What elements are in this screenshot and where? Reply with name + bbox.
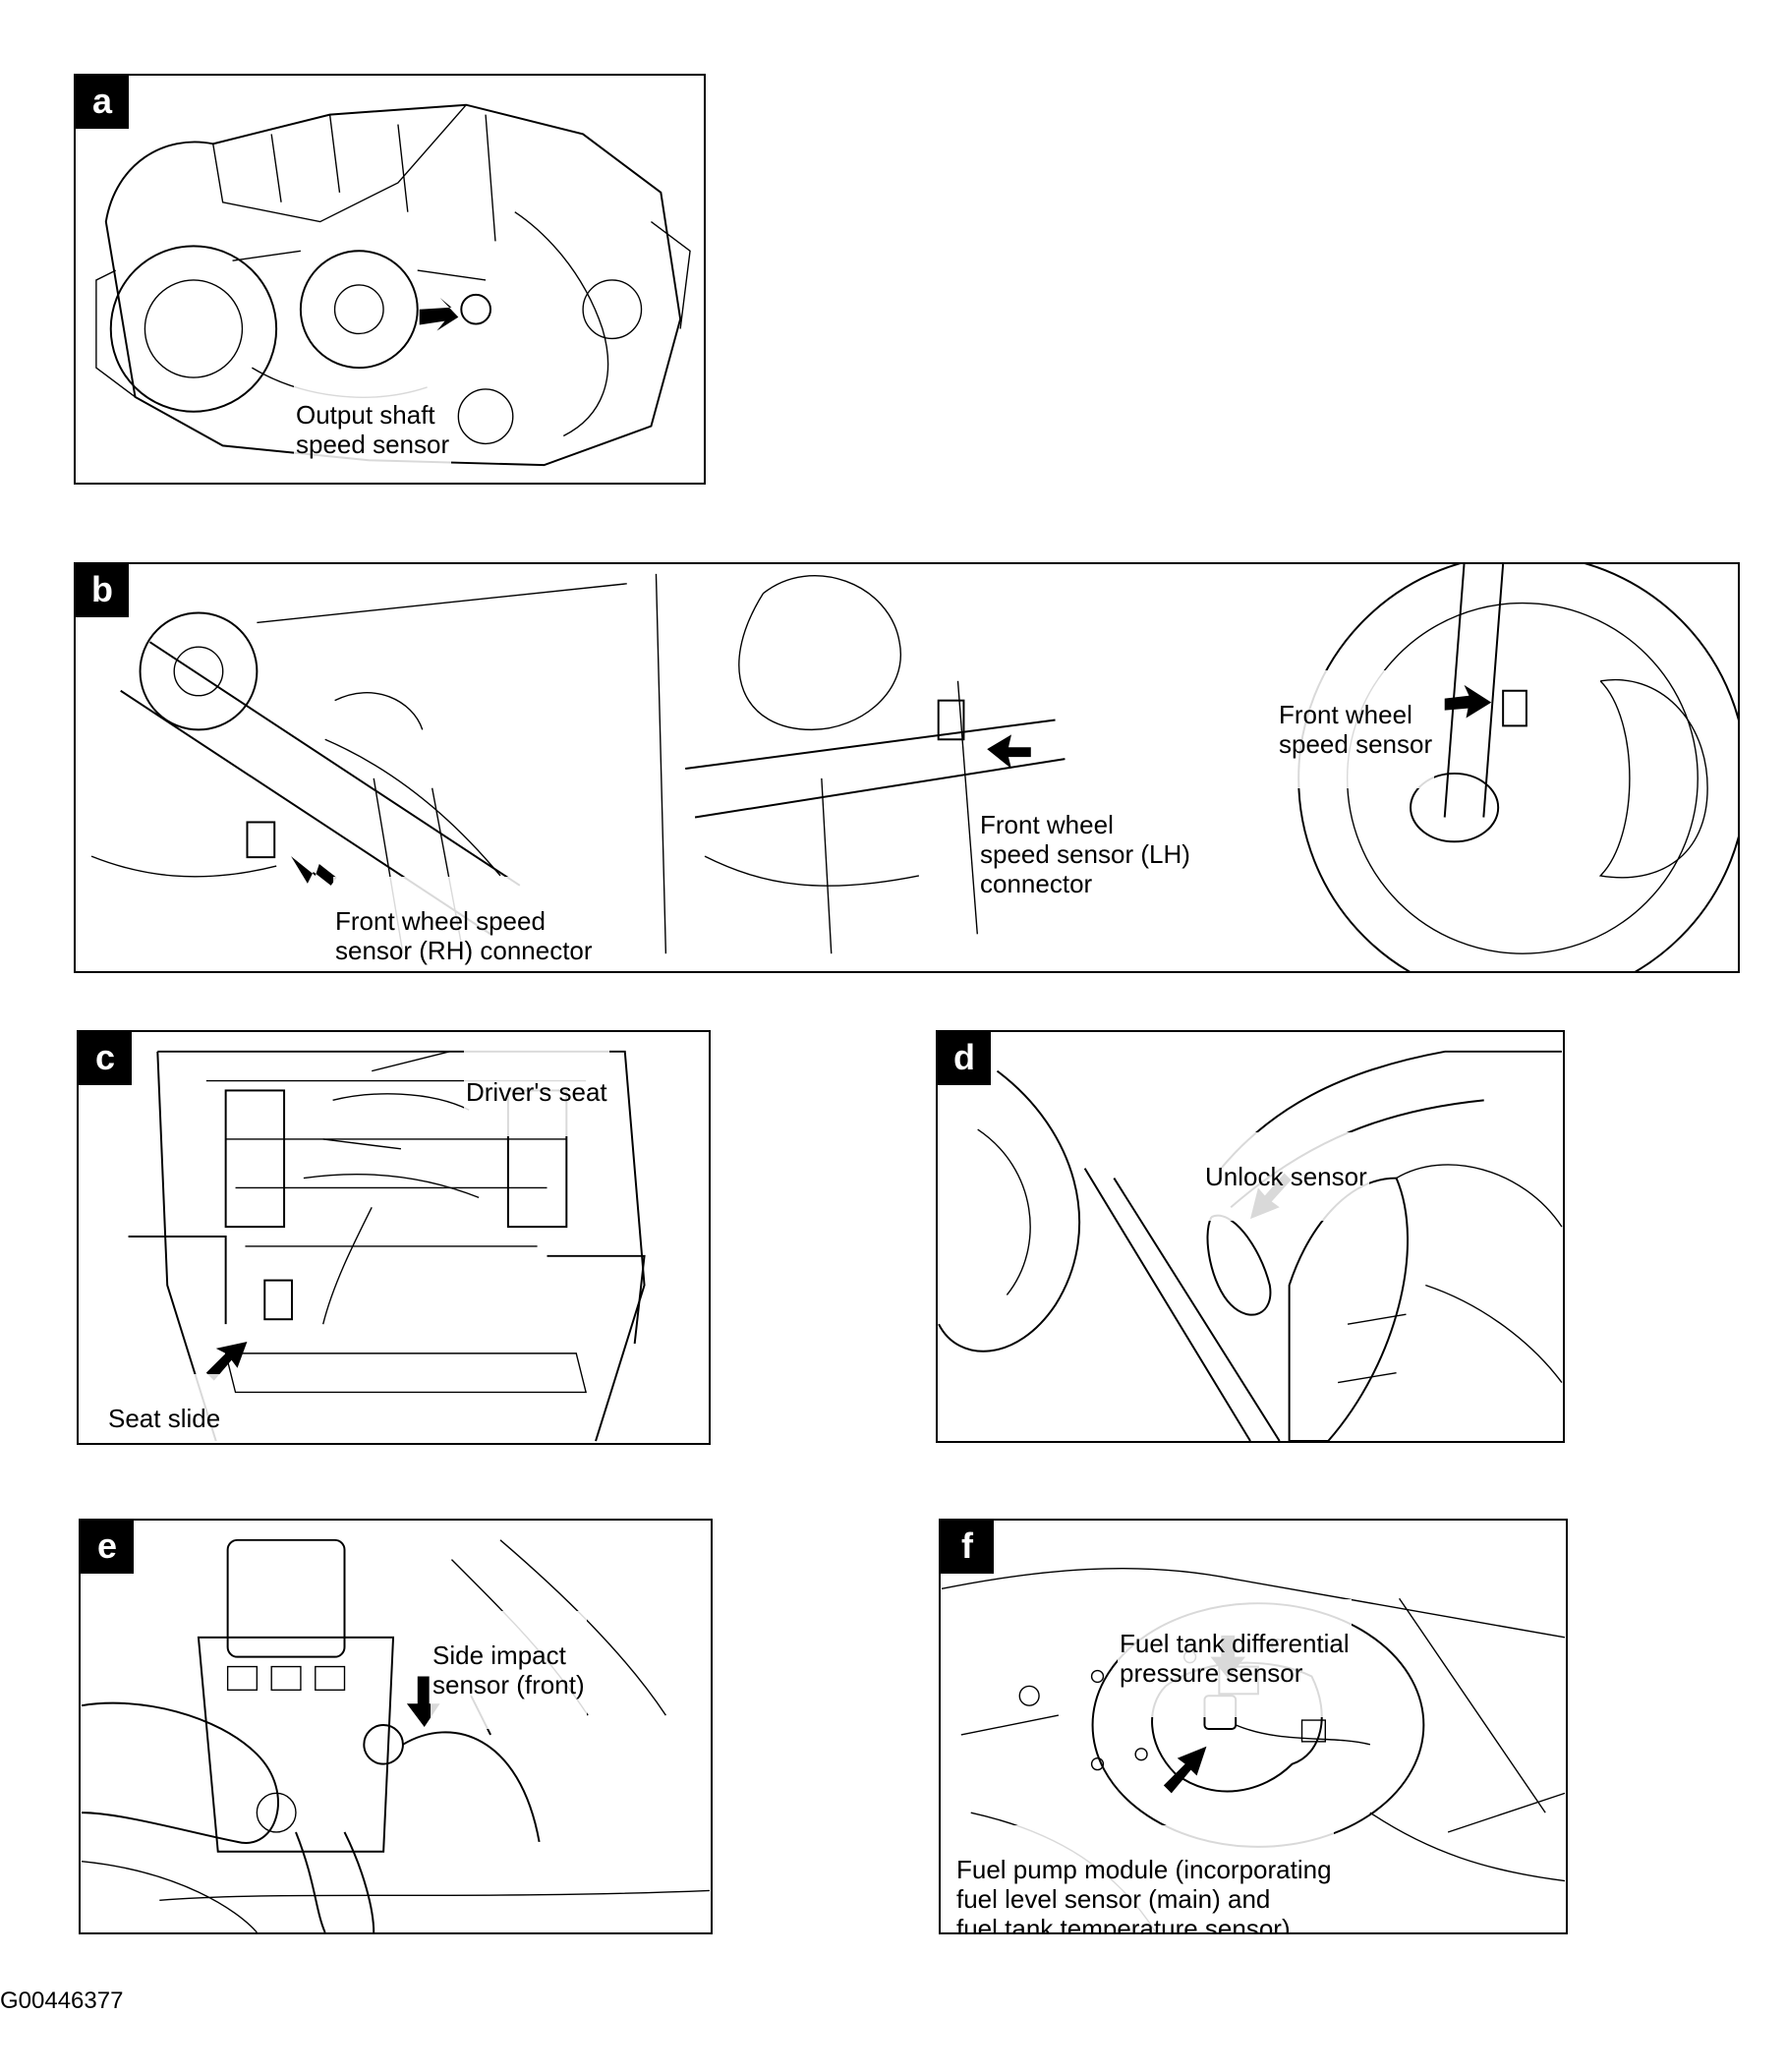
arrow-icon xyxy=(1444,684,1492,719)
arrow-icon xyxy=(291,856,337,886)
panel-d: d Unlock sensor xyxy=(936,1030,1565,1443)
panel-letter: b xyxy=(76,564,129,617)
transmission-illustration xyxy=(95,103,691,467)
panel-letter: a xyxy=(76,76,129,129)
panel-c: c Driver's seat Seat slidesensor xyxy=(77,1030,711,1445)
front-suspension-illustrations xyxy=(90,564,1738,971)
arrow-icon xyxy=(419,297,459,331)
panel-letter: e xyxy=(81,1521,134,1574)
panel-letter: f xyxy=(941,1521,994,1574)
side-impact-sensor-illustration xyxy=(81,1538,710,1932)
label-drivers-seat: Driver's seat xyxy=(464,1048,609,1136)
panel-letter: d xyxy=(938,1032,991,1085)
arrow-icon xyxy=(1163,1746,1207,1794)
arrow-icon xyxy=(205,1341,248,1381)
figure-id: G00446377 xyxy=(0,1987,124,2014)
arrow-icon xyxy=(987,734,1031,769)
label-unlock-sensor: Unlock sensor xyxy=(1203,1132,1369,1221)
door-handle-illustration xyxy=(938,1050,1563,1441)
label-seat-slide-sensor: Seat slidesensor xyxy=(106,1374,223,1443)
panel-letter: c xyxy=(79,1032,132,1085)
